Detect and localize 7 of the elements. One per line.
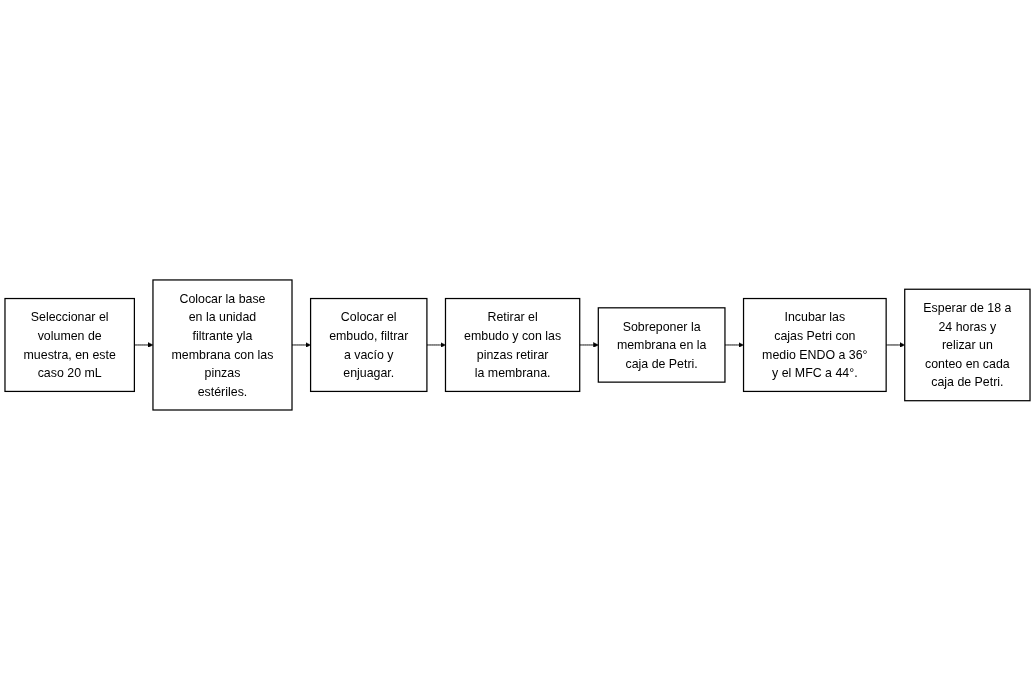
node-box: Sobreponer la membrana en la caja de Petri. — [597, 306, 726, 383]
node-box: Colocar el embudo, filtrar a vacío y enjuagar. — [309, 297, 428, 392]
node-box: Incubar las cajas Petri con medio ENDO a 36° y el MFC a 44°. — [742, 297, 887, 392]
node-box: Retirar el embudo y con las pinzas retirar la membrana. — [444, 297, 581, 392]
node-box: Esperar de 18 a 24 horas y relizar un conteo en cada caja de Petri. — [904, 288, 1031, 401]
node-box: Seleccionar el volumen de muestra, en este caso 20 mL — [4, 297, 135, 392]
node-box: Colocar la base en la unidad filtrante yla membrana con las pinzas estériles. — [152, 278, 293, 411]
